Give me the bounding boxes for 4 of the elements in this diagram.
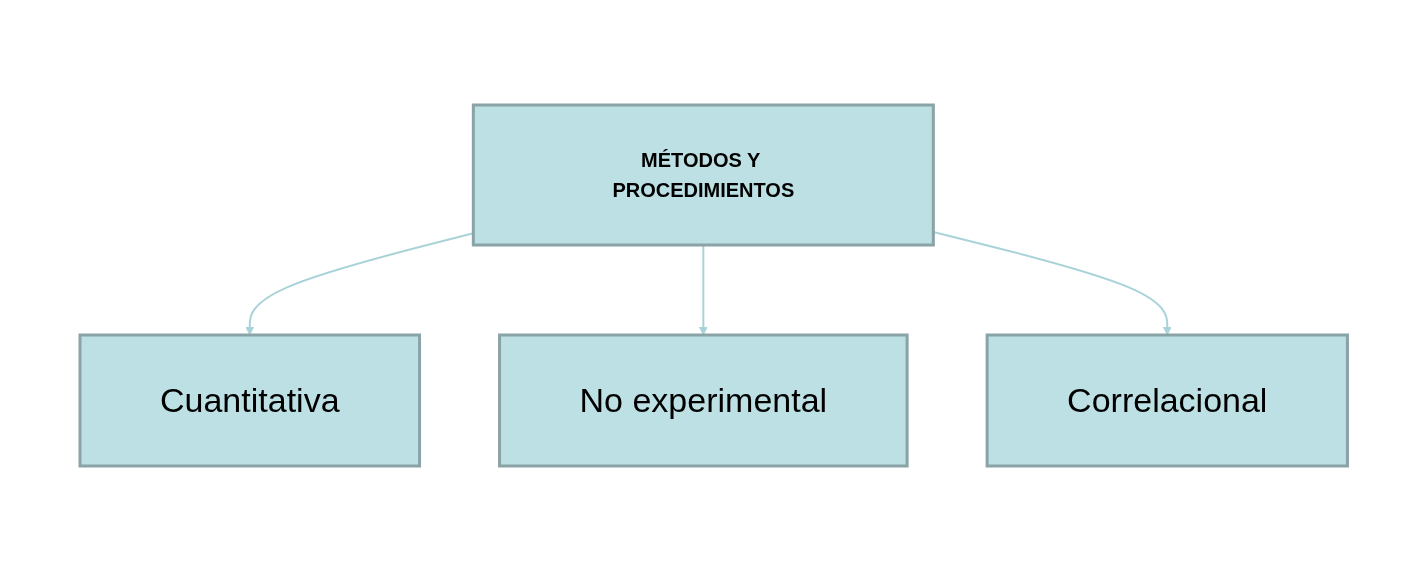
node-box: Cuantitativa	[78, 333, 422, 467]
node-box: MÉTODOS Y PROCEDIMIENTOS	[472, 103, 936, 246]
node-box: No experimental	[498, 333, 909, 467]
node-box: Correlacional	[985, 333, 1350, 467]
